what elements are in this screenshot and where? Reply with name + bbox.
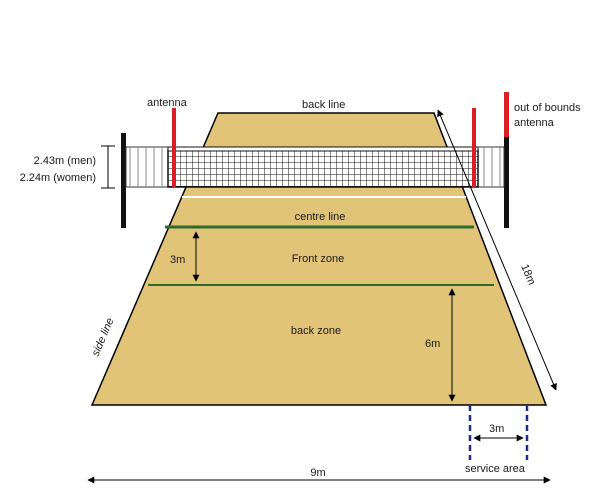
net-top-band — [167, 146, 479, 152]
length-dimension — [437, 109, 557, 391]
net-height-women-label: 2.24m (women) — [20, 172, 96, 184]
net-mesh — [167, 149, 479, 188]
net-cable-left-strands — [129, 147, 163, 187]
out-of-bounds-label-line2: antenna — [514, 117, 555, 129]
antenna-right — [472, 108, 476, 188]
side-line-label: side line — [90, 316, 117, 358]
front-zone-dimension-label: 3m — [170, 254, 185, 266]
net-height-men-label: 2.43m (men) — [34, 155, 96, 167]
out-of-bounds-label-line1: out of bounds — [514, 102, 581, 114]
back-zone-label: back zone — [291, 325, 341, 337]
net-post-left — [121, 133, 126, 228]
net-cable-left — [125, 146, 169, 188]
service-area-dimension-label: 3m — [489, 423, 504, 435]
net-post-right — [504, 133, 509, 228]
length-dimension-label: 18m — [518, 262, 537, 286]
antenna-left — [172, 108, 176, 188]
out-of-bounds-antenna — [504, 92, 509, 137]
front-zone-label: Front zone — [292, 253, 345, 265]
antenna-label: antenna — [147, 97, 188, 109]
back-line-label: back line — [302, 99, 345, 111]
back-zone-dimension-label: 6m — [425, 338, 440, 350]
width-dimension-label: 9m — [310, 467, 325, 479]
service-area-label: service area — [465, 463, 526, 475]
centre-line-label: centre line — [295, 211, 346, 223]
